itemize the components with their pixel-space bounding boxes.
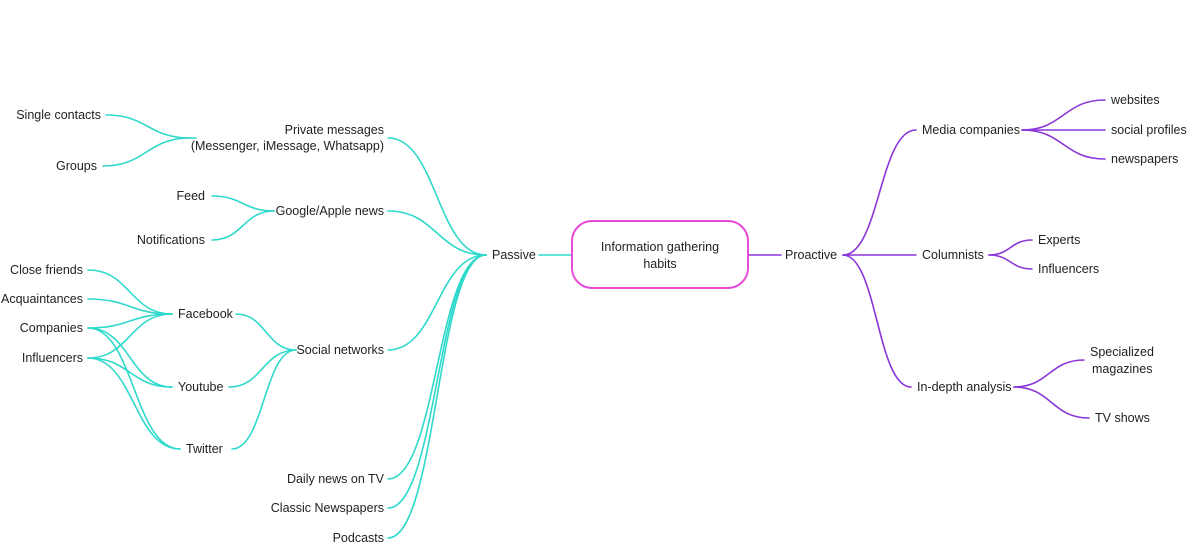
connector-influencers-facebook (87, 313, 173, 359)
node-daily-news-tv[interactable]: Daily news on TV (287, 472, 385, 486)
connector-influencers-col (988, 254, 1033, 270)
connector-passive-private-messages (387, 137, 487, 256)
node-twitter[interactable]: Twitter (186, 442, 223, 456)
node-in-depth-analysis[interactable]: In-depth analysis (917, 380, 1012, 394)
node-notifications[interactable]: Notifications (137, 233, 205, 247)
connector-acquaintances-facebook (87, 298, 173, 315)
connector-single-contacts (105, 114, 191, 139)
node-close-friends[interactable]: Close friends (10, 263, 83, 277)
connector-proactive-in-depth (842, 254, 912, 388)
connector-influencers-youtube (87, 357, 173, 388)
node-specialized-magazines-line2: magazines (1092, 362, 1152, 376)
connector-influencers-twitter (87, 357, 181, 450)
node-social-profiles[interactable]: social profiles (1111, 123, 1187, 137)
node-single-contacts[interactable]: Single contacts (16, 108, 101, 122)
node-private-messages[interactable]: Private messages (285, 123, 384, 137)
connector-feed (211, 195, 275, 212)
node-acquaintances[interactable]: Acquaintances (1, 292, 83, 306)
node-media-companies[interactable]: Media companies (922, 123, 1020, 137)
connector-close-friends-facebook (87, 269, 173, 315)
node-podcasts[interactable]: Podcasts (333, 531, 384, 545)
connector-experts (988, 239, 1033, 256)
connector-newspapers (1021, 129, 1106, 160)
node-websites[interactable]: websites (1110, 93, 1160, 107)
central-topic-line2: habits (643, 257, 676, 271)
connector-youtube (228, 349, 297, 388)
central-topic-line1: Information gathering (601, 240, 719, 254)
node-influencers-columnists[interactable]: Influencers (1038, 262, 1099, 276)
node-feed[interactable]: Feed (177, 189, 206, 203)
connector-twitter (231, 349, 297, 450)
connector-groups (102, 137, 191, 167)
node-classic-newspapers[interactable]: Classic Newspapers (271, 501, 384, 515)
node-proactive[interactable]: Proactive (785, 248, 837, 262)
connector-notifications (211, 210, 275, 241)
node-facebook[interactable]: Facebook (178, 307, 234, 321)
central-topic[interactable]: Information gathering habits (571, 220, 749, 289)
node-specialized-magazines[interactable]: Specialized (1090, 345, 1154, 359)
connector-proactive-media-companies (842, 129, 917, 256)
connector-specialized-magazines (1013, 359, 1085, 388)
node-columnists[interactable]: Columnists (922, 248, 984, 262)
node-tv-shows[interactable]: TV shows (1095, 411, 1150, 425)
proactive-connectors (747, 99, 1106, 419)
node-social-networks[interactable]: Social networks (296, 343, 384, 357)
node-private-messages-apps: (Messenger, iMessage, Whatsapp) (191, 139, 384, 153)
node-newspapers[interactable]: newspapers (1111, 152, 1178, 166)
connector-companies-facebook (87, 313, 173, 329)
connector-companies-youtube (87, 327, 173, 388)
central-topic-box[interactable] (571, 220, 749, 289)
connector-passive-podcasts (387, 254, 487, 539)
connector-facebook (235, 313, 297, 351)
connector-passive-google-news (387, 210, 487, 256)
connector-tv-shows (1013, 386, 1090, 419)
connector-companies-twitter (87, 327, 181, 450)
node-google-apple-news[interactable]: Google/Apple news (276, 204, 384, 218)
node-influencers-social[interactable]: Influencers (22, 351, 83, 365)
node-experts[interactable]: Experts (1038, 233, 1080, 247)
node-youtube[interactable]: Youtube (178, 380, 223, 394)
node-companies[interactable]: Companies (20, 321, 83, 335)
connector-passive-social-networks (387, 254, 487, 351)
connector-websites (1021, 99, 1106, 131)
passive-connectors (87, 114, 573, 539)
connector-passive-daily-news-tv (387, 254, 487, 480)
node-passive[interactable]: Passive (492, 248, 536, 262)
node-groups[interactable]: Groups (56, 159, 97, 173)
